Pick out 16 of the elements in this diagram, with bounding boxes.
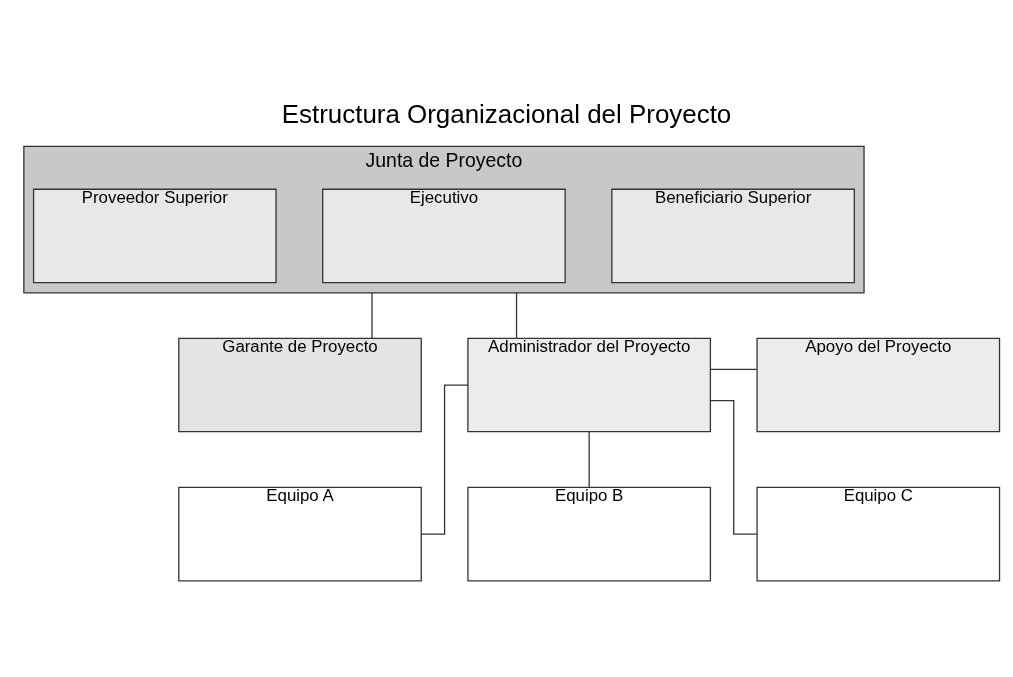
connector — [709, 368, 758, 370]
node-box: Ejecutivo — [322, 188, 566, 283]
node-box: Beneficiario Superior — [611, 188, 855, 283]
node-box: Apoyo del Proyecto — [756, 337, 1001, 432]
connector — [588, 430, 590, 488]
diagram-title: Estructura Organizacional del Proyecto — [281, 99, 732, 128]
node-box: Garante de Proyecto — [178, 337, 422, 432]
node-box: Administrador del Proyecto — [467, 337, 712, 432]
connector — [709, 399, 758, 535]
node-box: Proveedor Superior — [32, 188, 277, 283]
connector — [420, 383, 469, 535]
connector — [515, 291, 518, 339]
node-box: Equipo B — [467, 486, 712, 581]
node-box: Equipo C — [756, 486, 1001, 581]
connector — [371, 291, 373, 339]
node-box: Equipo A — [178, 486, 422, 581]
